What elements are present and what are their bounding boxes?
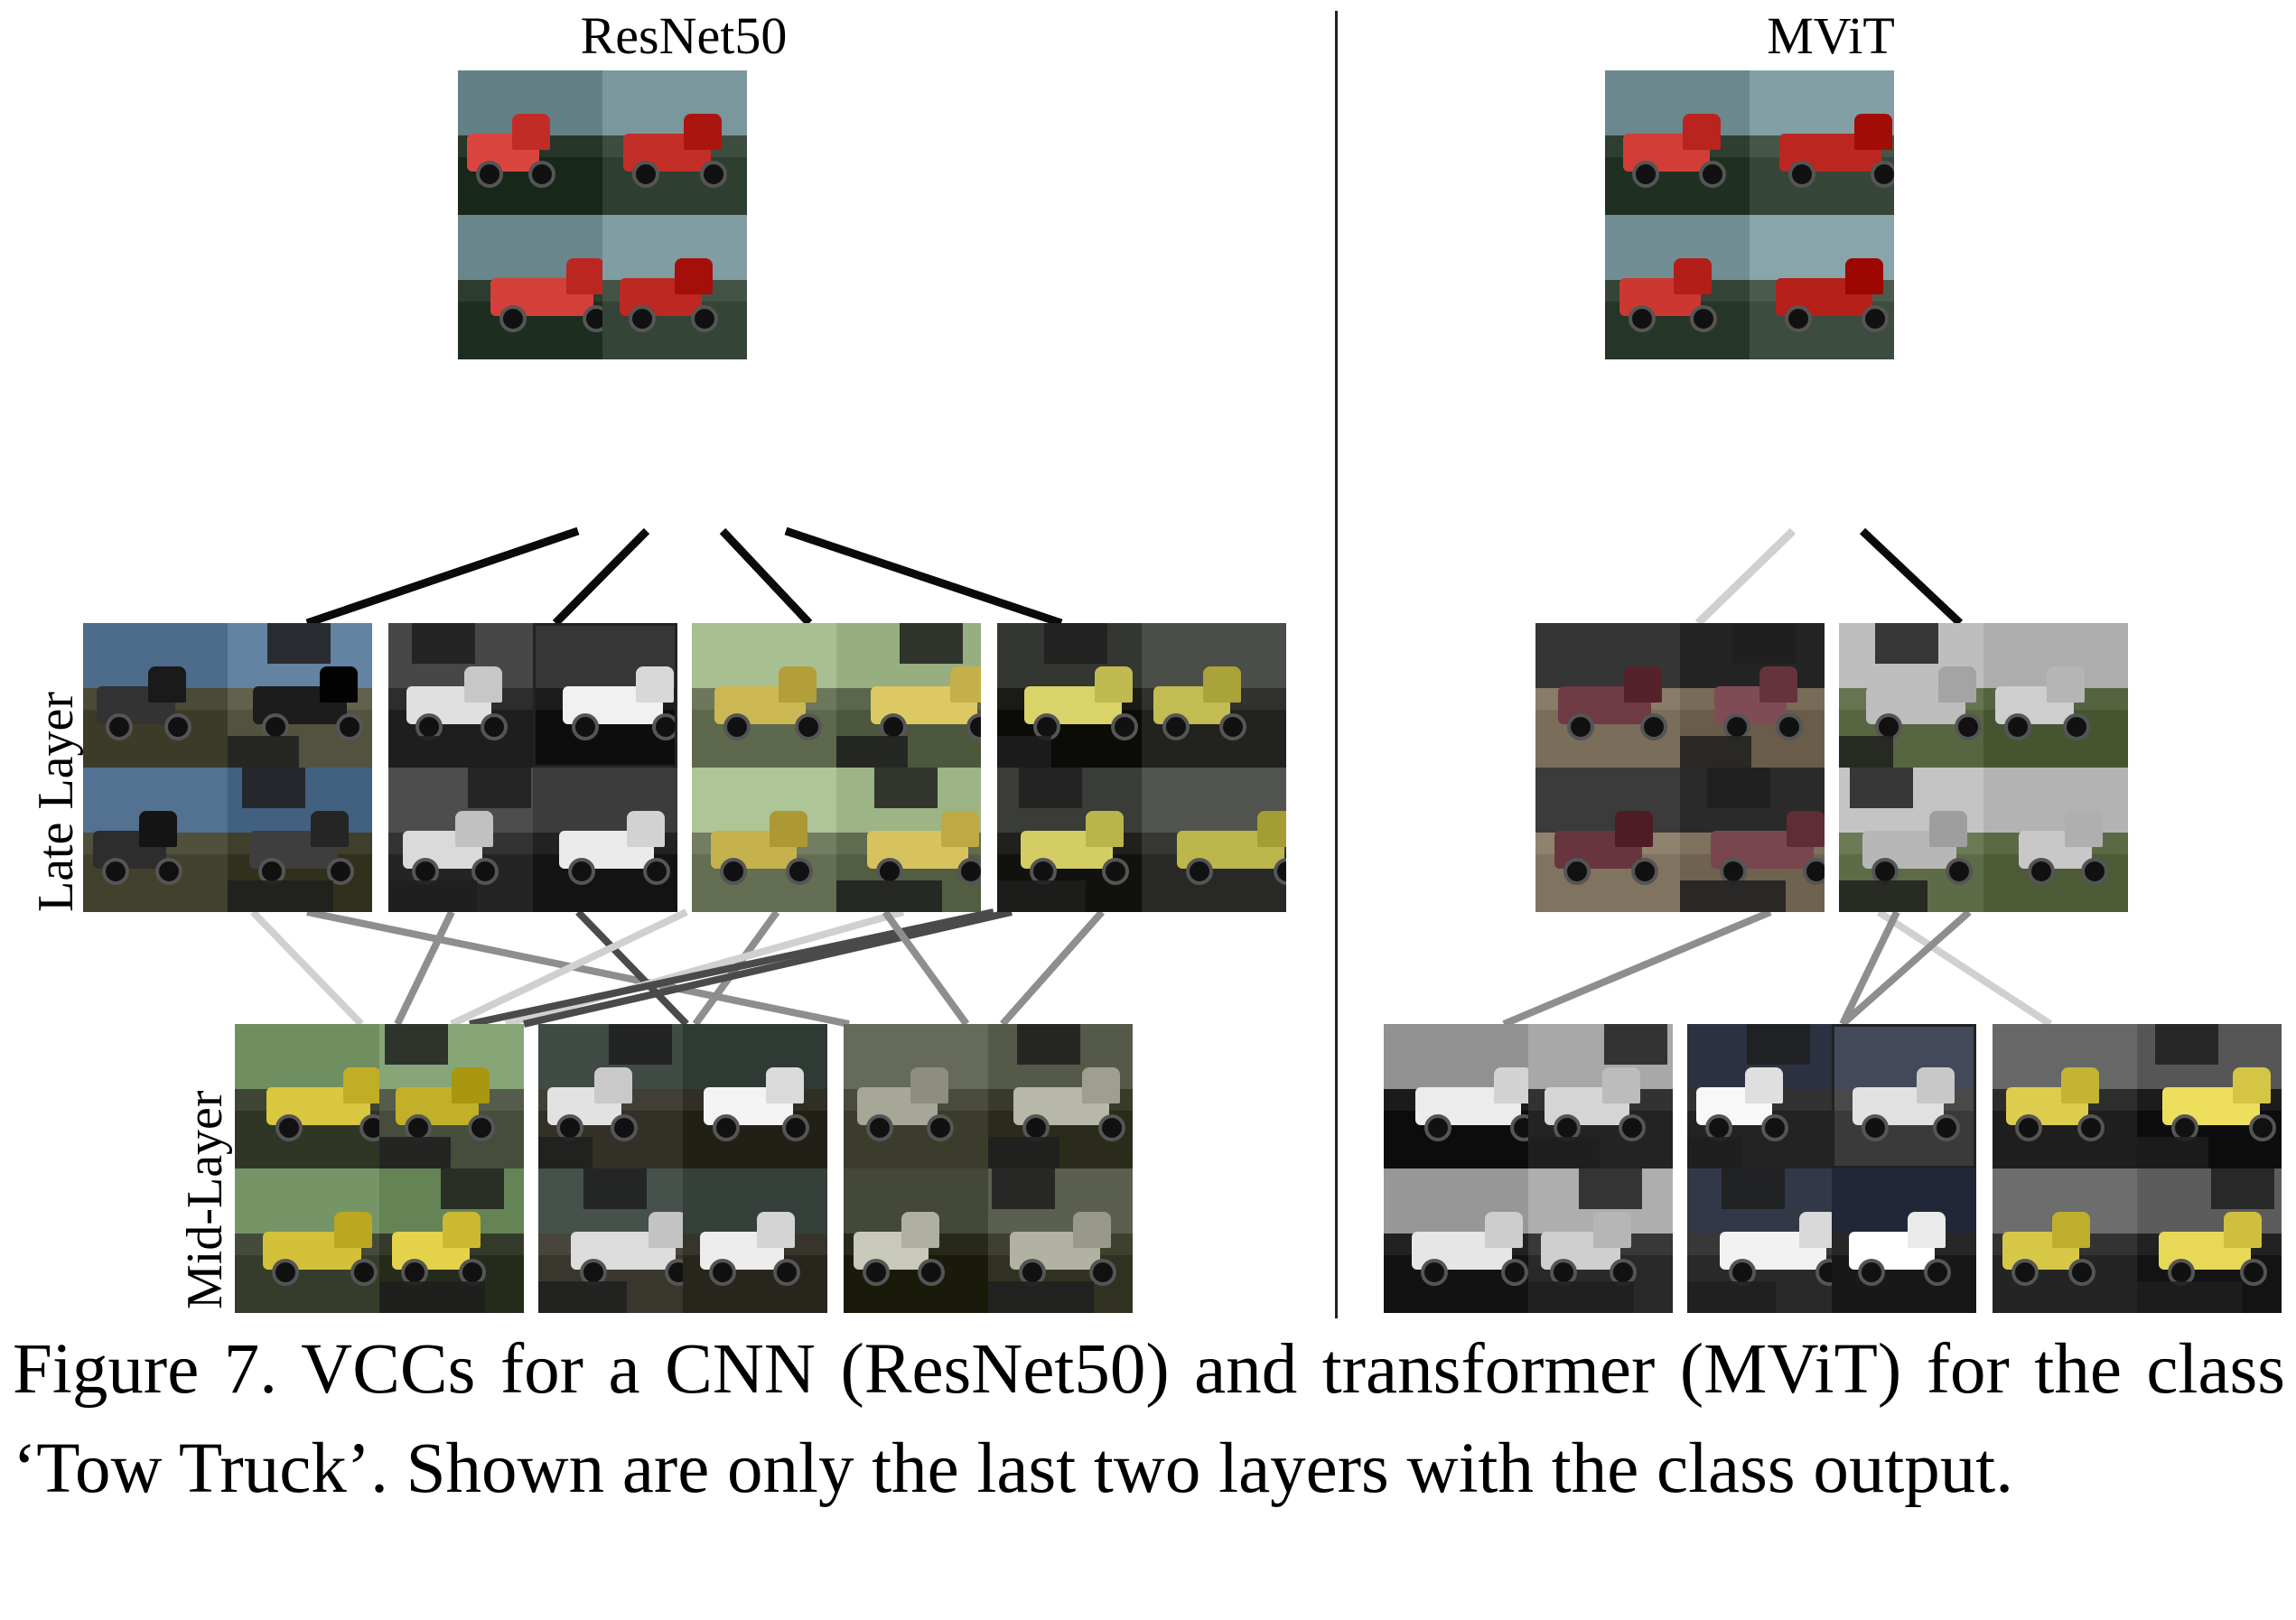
tow-truck-image-tile: [83, 623, 228, 768]
tow-truck-image-tile: [997, 623, 1142, 768]
tow-truck-image-tile: [1839, 768, 1983, 912]
tow-truck-image-tile: [235, 1168, 379, 1313]
tow-truck-image-tile: [1687, 1168, 1832, 1313]
tow-truck-image-tile: [458, 215, 602, 359]
tow-truck-image-tile: [1993, 1168, 2137, 1313]
concept-edge-weak: [882, 909, 970, 1027]
tow-truck-image-tile: [836, 623, 981, 768]
concept-edge-medium: [469, 908, 994, 1028]
concept-edge-strong: [305, 526, 580, 628]
tow-truck-image-tile: [1680, 768, 1825, 912]
tow-truck-image-tile: [1687, 1024, 1832, 1168]
tow-truck-image-tile: [379, 1168, 524, 1313]
panel-divider: [1335, 11, 1338, 1318]
late-layer-label: Late Layer: [28, 691, 84, 912]
concept-edge-strong: [552, 527, 650, 627]
tow-truck-image-tile: [83, 768, 228, 912]
resnet50-title: ResNet50: [580, 6, 788, 65]
figure-caption: Figure 7. VCCs for a CNN (ResNet50) and …: [13, 1330, 2285, 1508]
tow-truck-image-tile: [379, 1024, 524, 1168]
concept-edge-faint: [504, 908, 905, 1028]
tow-truck-image-tile: [1142, 768, 1286, 912]
concept-edge-weak: [306, 908, 850, 1028]
concept-edge-faint: [1876, 908, 2053, 1028]
tow-truck-image-tile: [235, 1024, 379, 1168]
concept-edge-weak: [1840, 909, 1972, 1027]
tow-truck-image-tile: [683, 1024, 827, 1168]
tow-truck-image-tile: [533, 623, 677, 768]
tow-truck-image-tile: [1832, 1024, 1976, 1168]
tow-truck-image-tile: [2137, 1024, 2282, 1168]
tow-truck-image-tile: [1983, 768, 2128, 912]
tow-truck-image-tile: [1535, 768, 1680, 912]
tow-truck-image-tile: [1993, 1024, 2137, 1168]
tow-truck-image-tile: [538, 1024, 683, 1168]
tow-truck-image-tile: [602, 70, 747, 215]
tow-truck-image-tile: [1839, 623, 1983, 768]
concept-edge-medium: [523, 908, 1013, 1028]
tow-truck-image-tile: [533, 768, 677, 912]
mid-layer-label: Mid-Layer: [177, 1090, 233, 1309]
tow-truck-image-tile: [458, 70, 602, 215]
tow-truck-image-tile: [692, 768, 836, 912]
concept-edge-faint: [250, 909, 364, 1027]
concept-edge-weak: [1000, 909, 1105, 1027]
tow-truck-image-tile: [988, 1168, 1133, 1313]
concept-edge-strong: [719, 527, 813, 627]
tow-truck-image-tile: [1605, 215, 1750, 359]
tow-truck-image-tile: [988, 1024, 1133, 1168]
tow-truck-image-tile: [1832, 1168, 1976, 1313]
concept-edge-weak: [394, 910, 455, 1026]
tow-truck-image-tile: [1535, 623, 1680, 768]
concept-edge-medium: [575, 909, 689, 1027]
tow-truck-image-tile: [228, 768, 372, 912]
tow-truck-image-tile: [1384, 1168, 1528, 1313]
mvit-title: MViT: [1767, 6, 1895, 65]
tow-truck-image-tile: [2137, 1168, 2282, 1313]
tow-truck-image-tile: [1750, 70, 1894, 215]
tow-truck-image-tile: [388, 768, 533, 912]
concept-edge-strong: [1859, 527, 1964, 627]
tow-truck-image-tile: [1384, 1024, 1528, 1168]
tow-truck-image-tile: [683, 1168, 827, 1313]
tow-truck-image-tile: [836, 768, 981, 912]
tow-truck-image-tile: [1528, 1024, 1673, 1168]
tow-truck-image-tile: [1680, 623, 1825, 768]
tow-truck-image-tile: [692, 623, 836, 768]
tow-truck-image-tile: [1983, 623, 2128, 768]
tow-truck-image-tile: [538, 1168, 683, 1313]
concept-edge-weak: [1839, 910, 1900, 1026]
tow-truck-image-tile: [844, 1168, 988, 1313]
concept-edge-strong: [784, 526, 1063, 628]
tow-truck-image-tile: [844, 1024, 988, 1168]
tow-truck-image-tile: [997, 768, 1142, 912]
tow-truck-image-tile: [602, 215, 747, 359]
concept-edge-faint: [450, 908, 688, 1028]
concept-edge-weak: [1502, 908, 1772, 1028]
tow-truck-image-tile: [1142, 623, 1286, 768]
tow-truck-image-tile: [228, 623, 372, 768]
tow-truck-image-tile: [1528, 1168, 1673, 1313]
tow-truck-image-tile: [1750, 215, 1894, 359]
tow-truck-image-tile: [388, 623, 533, 768]
concept-edge-faint: [1694, 527, 1797, 627]
concept-edge-weak: [692, 909, 780, 1027]
tow-truck-image-tile: [1605, 70, 1750, 215]
